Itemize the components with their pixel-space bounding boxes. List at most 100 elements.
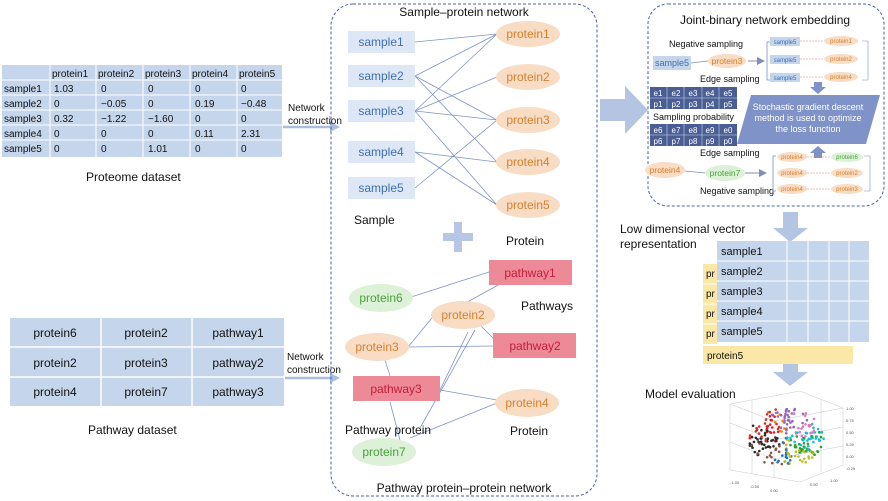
protein-node [352, 438, 416, 466]
neg-protein-node [824, 36, 858, 46]
pathway-table-cell: protein3 [124, 356, 168, 370]
protein-column-label: Protein [506, 234, 544, 248]
scatter-point [764, 437, 768, 441]
sp-network-title: Sample–protein network [399, 5, 529, 19]
scatter-point [781, 441, 785, 444]
scatter-point [797, 449, 801, 452]
neg-sample-label: sample5 [774, 76, 797, 82]
pathway-table-cell: pathway3 [212, 385, 264, 399]
svg-text:0.75: 0.75 [846, 418, 855, 423]
scatter-point [783, 427, 786, 430]
scatter-point [785, 443, 788, 447]
neg-protein-label: protein4 [781, 171, 803, 177]
scatter-point [757, 425, 761, 428]
scatter-point [774, 420, 777, 424]
protein-stub-label: pr [706, 289, 716, 300]
scatter-point [804, 460, 807, 464]
scatter-point [756, 452, 759, 455]
edge-cell: e3 [689, 89, 698, 98]
proteome-cell: 0 [54, 99, 60, 110]
sample-vector-matrix [717, 241, 869, 342]
proteome-cell: −1.60 [148, 114, 174, 125]
scatter-point [805, 418, 809, 422]
scatter-point [764, 446, 768, 449]
scatter-point [798, 430, 801, 434]
scatter-point [807, 444, 810, 448]
scatter-point [804, 431, 808, 435]
scatter-point [748, 436, 752, 440]
scatter-point [760, 435, 763, 439]
scatter-point [783, 414, 787, 418]
svg-text:0.25: 0.25 [846, 442, 855, 447]
prob-cell: p0 [724, 137, 733, 146]
protein-label: protein2 [506, 70, 550, 84]
protein-node [495, 389, 559, 417]
scatter-point [773, 415, 776, 419]
proteome-cell: 1.01 [148, 144, 168, 155]
scatter-point [776, 415, 780, 418]
proteome-cell: 0.32 [54, 114, 74, 125]
network-construction-arrow-top: Network construction [283, 103, 342, 132]
sp-proteins: protein1 protein2 protein3 protein4 prot… [496, 21, 560, 218]
neg-protein-label: protein4 [781, 155, 803, 161]
scatter-point [786, 451, 790, 455]
svg-text:1.00: 1.00 [830, 478, 839, 483]
scatter-point [802, 439, 805, 442]
sp-samples: sample1 sample2 sample3 sample4 sample5 [348, 31, 415, 199]
sample-vector-label: sample5 [721, 326, 763, 338]
pp-protein-label: Protein [510, 424, 548, 438]
edge-cell: e7 [672, 126, 681, 135]
neg-protein-node [831, 168, 863, 178]
proteome-table: protein1 protein2 protein3 protein4 prot… [2, 65, 282, 184]
scatter-point [778, 444, 781, 448]
embedding-title: Joint-binary network embedding [680, 13, 850, 27]
proteome-cell: 0 [195, 144, 201, 155]
edge-cell: e6 [654, 126, 663, 135]
edge-sampling-label: Edge sampling [700, 74, 760, 84]
network-construction-label: construction [287, 365, 341, 376]
edge-probability-grid-top: e1 e2 e3 e4 e5 p1 p2 p3 p4 p5 [650, 87, 737, 109]
scatter-point [757, 440, 760, 444]
scatter-point [776, 427, 780, 431]
neg-protein-label: protein4 [781, 187, 803, 193]
sample-vector-label: sample3 [721, 286, 763, 298]
sample-label: sample1 [358, 35, 404, 49]
scatter-point [776, 411, 779, 414]
neg-protein-node [831, 184, 863, 194]
proteome-cell: 0 [195, 84, 201, 95]
proteome-caption: Proteome dataset [86, 170, 181, 184]
sgd-text: the loss function [775, 124, 840, 134]
neg-protein-label: protein4 [830, 75, 852, 81]
pathway-label: pathway2 [509, 339, 561, 353]
sample-label: sample2 [358, 69, 404, 83]
edge-cell: e1 [654, 89, 663, 98]
scatter-point [800, 427, 803, 430]
pathway-node [353, 376, 440, 401]
neg-protein-node [824, 72, 858, 82]
edge-probability-grid-bottom: e6 e7 e8 e9 e0 p6 p7 p8 p9 p0 [650, 124, 737, 146]
protein-node [708, 54, 746, 68]
pathway-table-bg [10, 318, 284, 406]
scatter-point [801, 425, 805, 428]
scatter-point [784, 448, 788, 451]
scatter-point [789, 421, 792, 424]
sgd-text: Stochastic gradient descent [753, 102, 864, 112]
scatter-point [779, 414, 783, 417]
neg-protein-label: protein2 [830, 57, 852, 63]
scatter-point [771, 461, 774, 465]
scatter-point [768, 446, 772, 449]
scatter-point [753, 450, 757, 454]
svg-text:0.00: 0.00 [770, 488, 779, 493]
network-construction-label: Network [288, 103, 326, 114]
scatter-point [822, 437, 825, 441]
proteome-col-header: protein5 [239, 69, 276, 80]
sample-node [653, 56, 691, 70]
scatter-point [763, 461, 766, 464]
scatter-point [788, 455, 792, 458]
scatter-point [807, 423, 811, 427]
neg-sample-node [770, 73, 800, 82]
scatter-point [785, 408, 788, 411]
neg-protein-label: protein2 [836, 171, 858, 177]
protein-node [349, 284, 413, 312]
prob-cell: p1 [654, 100, 663, 109]
